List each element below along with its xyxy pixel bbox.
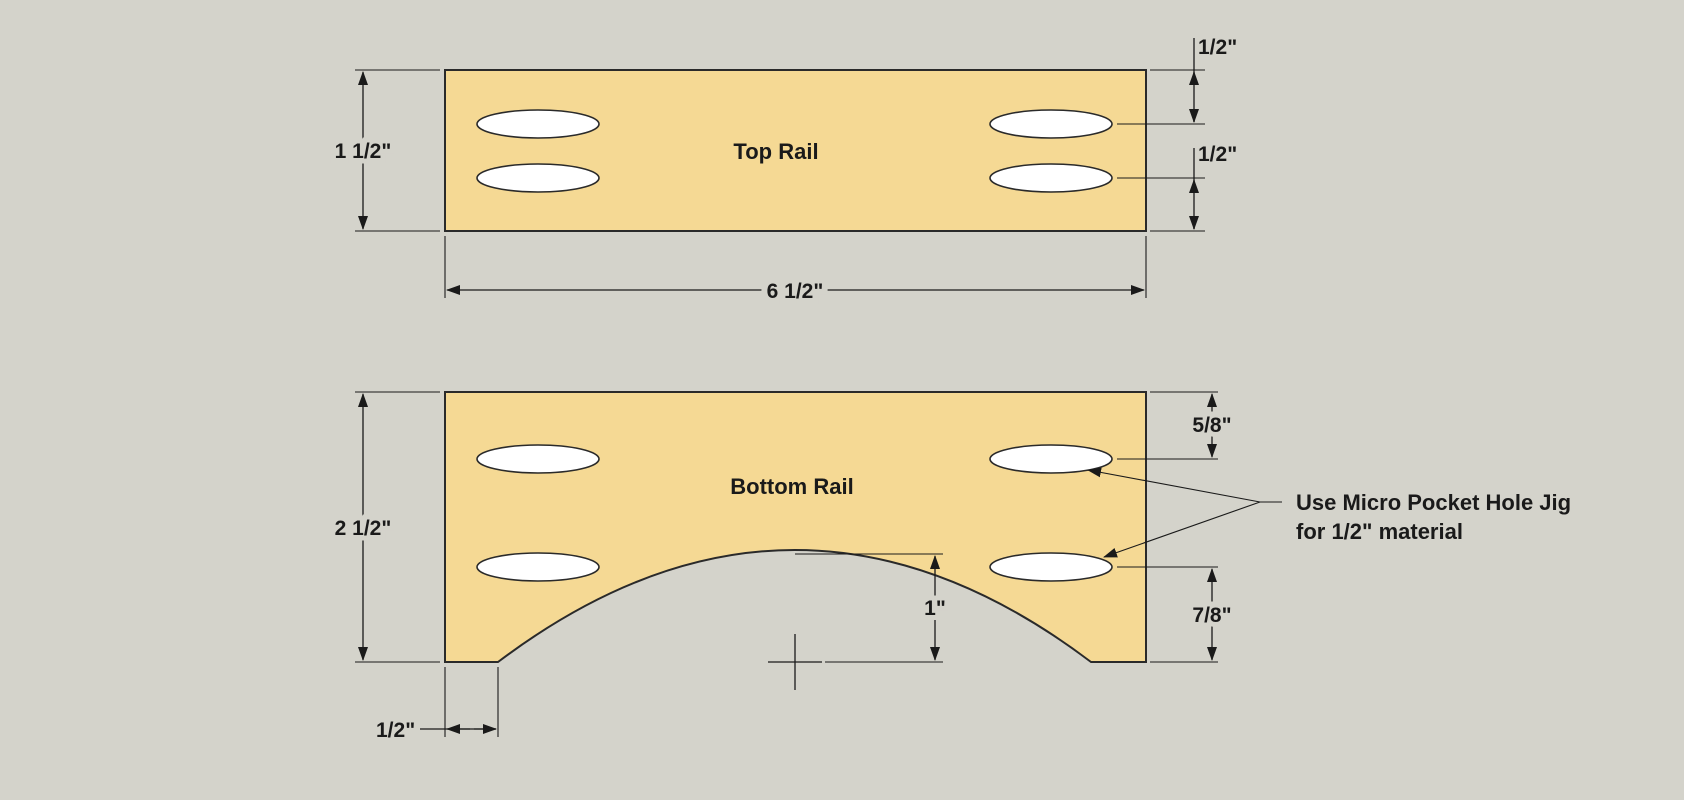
pocket-hole [476,552,600,582]
note-line-2: for 1/2" material [1296,519,1463,544]
top-rail-board [444,69,1147,232]
arch-inset-label: 1/2" [376,719,415,742]
pocket-hole [989,109,1113,139]
note-line-1: Use Micro Pocket Hole Jig [1296,490,1571,515]
bottom-rail-hole-top-label: 5/8" [1192,414,1231,437]
top-rail: Top Rail 1 1/2" 6 1/2" 1/2" 1/2" [330,36,1237,309]
bottom-rail-hole-bottom-label: 7/8" [1192,604,1231,627]
top-rail-width-label: 6 1/2" [767,280,824,303]
bottom-rail: Bottom Rail 2 1/2" 5/8" 7/8" 1" 1/2 [330,391,1571,742]
pocket-hole [989,552,1113,582]
pocket-hole [476,109,600,139]
top-rail-title: Top Rail [733,139,818,164]
top-rail-hole-bottom-label: 1/2" [1198,143,1237,166]
pocket-hole [989,444,1113,474]
arch-rise-label: 1" [924,597,946,620]
top-rail-height-label: 1 1/2" [335,140,392,163]
pocket-hole [476,444,600,474]
pocket-hole [989,163,1113,193]
bottom-rail-board [444,391,1147,663]
pocket-hole [476,163,600,193]
note-leader [1087,467,1282,558]
top-rail-hole-top-label: 1/2" [1198,36,1237,59]
bottom-rail-height-label: 2 1/2" [335,517,392,540]
bottom-rail-title: Bottom Rail [730,474,853,499]
arch-center-mark [768,634,822,690]
